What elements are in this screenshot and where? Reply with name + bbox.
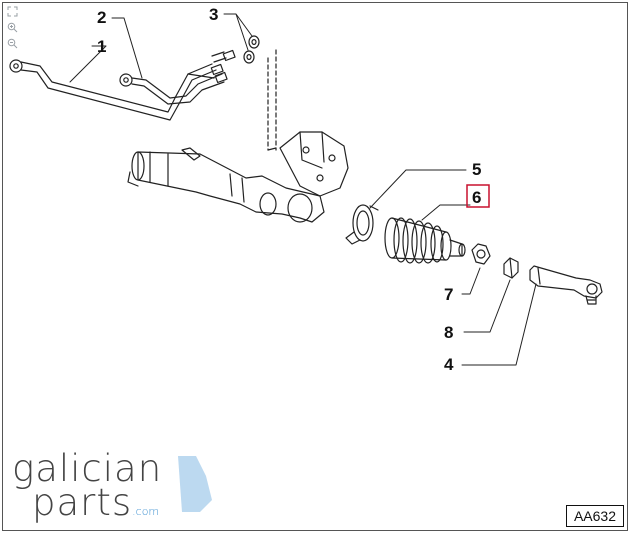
part-4-tie-rod-end[interactable] xyxy=(529,265,603,305)
part-3-washers[interactable] xyxy=(243,35,260,64)
callout-1[interactable]: 1 xyxy=(97,37,106,56)
part-6-bellows-boot[interactable] xyxy=(384,217,466,264)
watermark-logo: galician parts.com xyxy=(12,447,163,529)
highlight-box xyxy=(466,184,490,208)
callout-5[interactable]: 5 xyxy=(472,160,481,179)
zoom-toolbar xyxy=(6,6,19,51)
part-5-clamp[interactable] xyxy=(345,204,379,245)
callout-7[interactable]: 7 xyxy=(444,285,453,304)
callout-6[interactable]: 6 xyxy=(472,188,481,207)
reference-code: AA632 xyxy=(566,505,624,527)
diagram-frame xyxy=(2,2,628,531)
leader-lines xyxy=(69,13,537,366)
zoom-in-icon[interactable] xyxy=(6,22,19,35)
callout-2[interactable]: 2 xyxy=(97,8,106,27)
logo-line-2: parts.com xyxy=(12,484,162,529)
brand-accent-shape xyxy=(178,456,212,512)
part-8-nut[interactable] xyxy=(503,257,519,279)
logo-line-1: galician xyxy=(12,447,163,490)
zoom-out-icon[interactable] xyxy=(6,38,19,51)
callout-8[interactable]: 8 xyxy=(444,323,453,342)
fit-icon[interactable] xyxy=(6,6,19,19)
logo-word: parts xyxy=(32,481,133,524)
callout-4[interactable]: 4 xyxy=(444,355,454,374)
part-2-pipe[interactable] xyxy=(119,49,236,105)
callout-3[interactable]: 3 xyxy=(209,5,218,24)
part-7-nut[interactable] xyxy=(471,243,491,265)
steering-rack-housing xyxy=(127,131,349,223)
part-1-pipe[interactable] xyxy=(9,59,217,121)
logo-tld: .com xyxy=(132,505,160,518)
